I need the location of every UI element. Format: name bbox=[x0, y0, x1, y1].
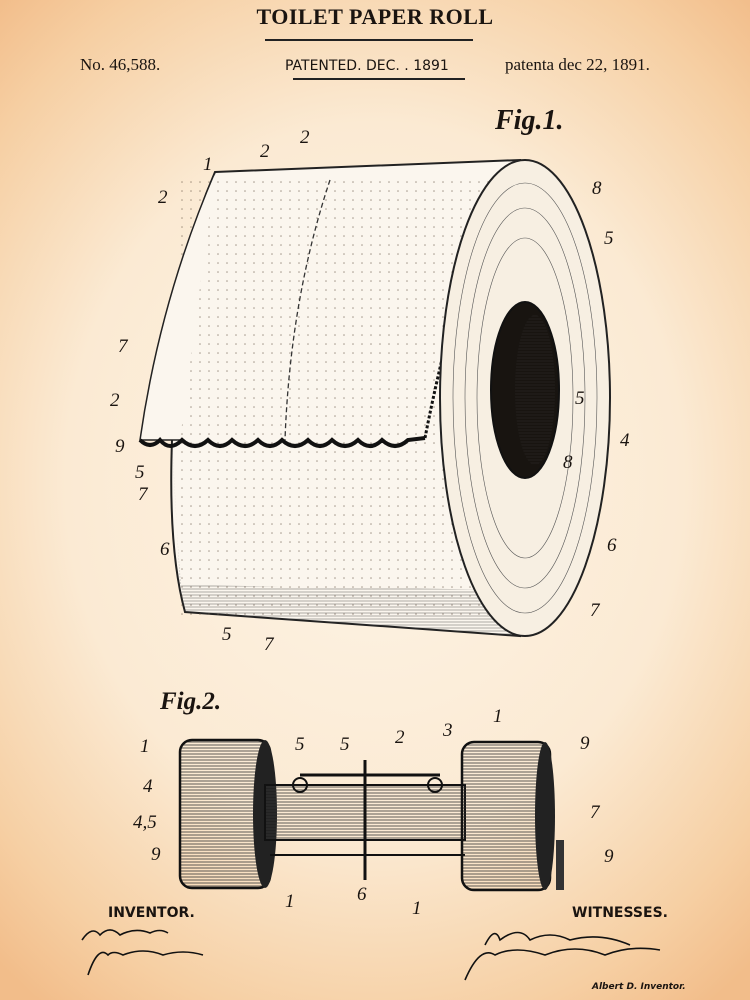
reference-numeral: 9 bbox=[580, 733, 590, 754]
patent-number: No. 46,588. bbox=[80, 55, 161, 74]
reference-numeral: 5 bbox=[575, 388, 585, 409]
fig2-reference-numerals: 1 5 5 2 3 1 9 4 4,5 9 7 9 1 6 1 bbox=[133, 706, 614, 919]
reference-numeral: 5 bbox=[295, 734, 305, 755]
fig2-label: Fig.2. bbox=[160, 688, 222, 715]
patented-underline bbox=[293, 78, 465, 80]
reference-numeral: 6 bbox=[160, 539, 170, 560]
reference-numeral: 8 bbox=[563, 452, 573, 473]
reference-numeral: 1 bbox=[203, 154, 213, 175]
reference-numeral: 7 bbox=[264, 634, 275, 655]
patent-date: patenta dec 22, 1891. bbox=[505, 55, 650, 74]
reference-numeral: 4,5 bbox=[133, 812, 157, 833]
reference-numeral: 2 bbox=[260, 141, 270, 162]
reference-numeral: 7 bbox=[118, 336, 129, 357]
reference-numeral: 6 bbox=[607, 535, 617, 556]
reference-numeral: 3 bbox=[442, 720, 453, 741]
reference-numeral: 4 bbox=[143, 776, 153, 797]
patented-label: PATENTED. DEC. . 1891 bbox=[285, 58, 449, 74]
toilet-roll-figure-1 bbox=[138, 158, 611, 638]
reference-numeral: 1 bbox=[140, 736, 150, 757]
reference-numeral: 1 bbox=[285, 891, 295, 912]
holder-figure-2 bbox=[178, 738, 564, 892]
inventor-label: INVENTOR. bbox=[108, 905, 195, 921]
reference-numeral: 5 bbox=[340, 734, 350, 755]
reference-numeral: 2 bbox=[300, 127, 310, 148]
witnesses-label: WITNESSES. bbox=[572, 905, 668, 921]
reference-numeral: 9 bbox=[115, 436, 125, 457]
reference-numeral: 5 bbox=[222, 624, 232, 645]
reference-numeral: 2 bbox=[395, 727, 405, 748]
reference-numeral: 2 bbox=[158, 187, 168, 208]
patent-title: TOILET PAPER ROLL bbox=[256, 4, 494, 29]
reference-numeral: 1 bbox=[493, 706, 503, 727]
fig1-label: Fig.1. bbox=[495, 105, 564, 136]
reference-numeral: 6 bbox=[357, 884, 367, 905]
reference-numeral: 8 bbox=[592, 178, 602, 199]
witness-caption: Albert D. Inventor. bbox=[592, 982, 686, 992]
reference-numeral: 7 bbox=[590, 802, 601, 823]
reference-numeral: 7 bbox=[138, 484, 149, 505]
reference-numeral: 7 bbox=[590, 600, 601, 621]
reference-numeral: 4 bbox=[620, 430, 630, 451]
reference-numeral: 5 bbox=[135, 462, 145, 483]
reference-numeral: 9 bbox=[151, 844, 161, 865]
reference-numeral: 5 bbox=[604, 228, 614, 249]
reference-numeral: 1 bbox=[412, 898, 422, 919]
title-underline bbox=[265, 39, 473, 41]
reference-numeral: 2 bbox=[110, 390, 120, 411]
reference-numeral: 9 bbox=[604, 846, 614, 867]
